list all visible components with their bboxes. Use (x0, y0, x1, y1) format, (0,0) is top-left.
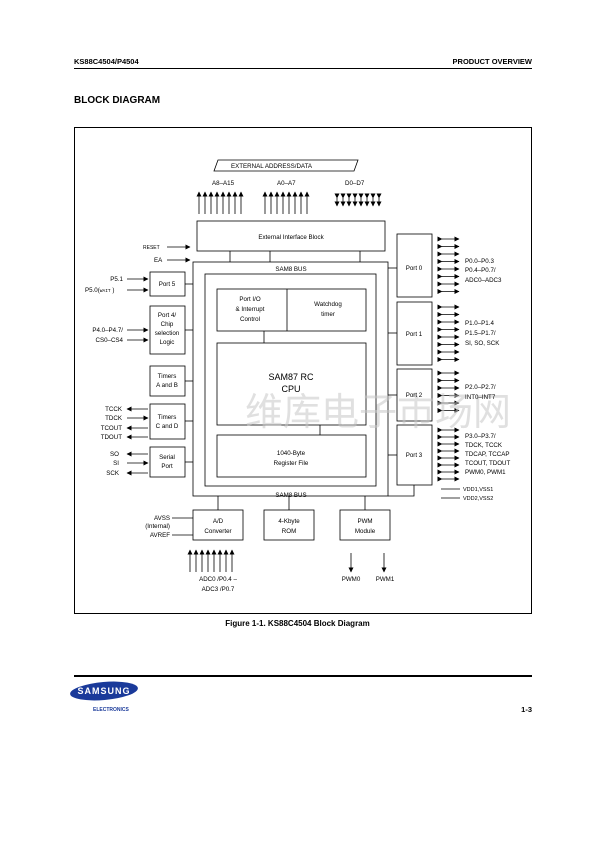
label-timers-cd-l1: Timers (158, 414, 177, 421)
figure-caption: Figure 1-1. KS88C4504 Block Diagram (225, 619, 370, 628)
portio-watchdog-box (216, 288, 367, 332)
label-p51: P5.1 (110, 276, 123, 283)
watermark: 维库电子市场网 (245, 392, 511, 434)
label-pwm-l1: PWM (357, 518, 372, 525)
label-ea: EA (154, 257, 163, 264)
label-avss: AVSS (154, 515, 170, 522)
label-tcck: TCCK (105, 406, 123, 413)
label-tdck: TDCK (105, 415, 123, 422)
pwm-box (339, 509, 391, 541)
label-si: SI (113, 460, 119, 467)
section-title: BLOCK DIAGRAM (74, 95, 161, 106)
label-p1-l2: P1.5–P1.7/ (465, 330, 496, 337)
serial-box (149, 446, 186, 478)
label-port4-l2: Chip (161, 321, 174, 328)
footer-rule (74, 675, 532, 677)
label-cpu-l1: SAM87 RC (268, 372, 314, 382)
label-adc-pins-l1: ADC0 /P0.4 – (199, 576, 237, 583)
rom-box (263, 509, 315, 541)
label-rom-l1: 4-Kbyte (278, 518, 300, 525)
label-avref: AVREF (150, 532, 170, 539)
label-portio-l3: Control (240, 316, 260, 323)
label-vss: VDD2,VSS2 (463, 496, 493, 502)
label-portio-l2: & Interrupt (236, 306, 265, 313)
label-adc-l1: A/D (213, 518, 224, 525)
label-p4-l1: P4.0–P4.7/ (92, 327, 123, 334)
label-port0: Port 0 (406, 265, 423, 272)
label-p3-l2: TDCK, TCCK (465, 442, 503, 449)
label-p3-l5: PWM0, PWM1 (465, 469, 506, 476)
label-a0-a7: A0–A7 (277, 180, 296, 187)
diagram-frame (74, 127, 532, 614)
label-vdd: VDD1,VSS1 (463, 487, 493, 493)
label-sam8-bus-top: SAM8 BUS (275, 266, 306, 273)
label-watchdog-l2: timer (321, 311, 335, 318)
label-external-bus: EXTERNAL ADDRESS/DATA (231, 163, 313, 170)
label-port4-l1: Port 4/ (158, 312, 177, 319)
label-rom-l2: ROM (282, 528, 296, 535)
label-cpu-l2: CPU (281, 384, 300, 394)
label-port4-l3: selection (155, 330, 180, 337)
label-sck: SCK (106, 470, 120, 477)
label-sam8-bus-bottom: SAM8 BUS (275, 492, 306, 499)
label-port2: Port 2 (406, 392, 423, 399)
label-timers-ab-l2: A and B (156, 382, 178, 389)
label-avss-internal: (Internal) (145, 523, 170, 530)
label-portio-l1: Port I/O (239, 296, 261, 303)
label-ext-interface: External Interface Block (258, 234, 324, 241)
adc-box (192, 509, 244, 541)
label-p1-l1: P1.0–P1.4 (465, 320, 494, 327)
header-rule (74, 68, 532, 69)
label-tdout: TDOUT (101, 434, 123, 441)
label-p0-l2: P0.4–P0.7/ (465, 267, 496, 274)
cpu-box (216, 342, 367, 426)
label-reset: RESET (143, 245, 160, 251)
label-p0-l1: P0.0–P0.3 (465, 258, 494, 265)
label-a8-a15: A8–A15 (212, 180, 235, 187)
label-port5: Port 5 (159, 281, 176, 288)
label-port3: Port 3 (406, 452, 423, 459)
label-pwm-l2: Module (355, 528, 376, 535)
external-bus-shape (213, 159, 359, 172)
logo-brand: SAMSUNG (77, 686, 130, 696)
label-regfile-l1: 1040-Byte (277, 450, 306, 457)
samsung-logo: SAMSUNG ELECTRONICS (68, 681, 148, 720)
label-pwm0: PWM0 (342, 576, 361, 583)
port1-box (396, 301, 433, 366)
label-port1: Port 1 (406, 331, 423, 338)
label-p1-l3: SI, SO, SCK (465, 340, 500, 347)
regfile-box (216, 434, 367, 478)
label-serial-l2: Port (161, 463, 173, 470)
label-p3-l1: P3.0–P3.7/ (465, 433, 496, 440)
logo-sub: ELECTRONICS (93, 707, 130, 713)
label-serial-l1: Serial (159, 454, 175, 461)
doc-header-left: KS88C4504/P4504 (74, 57, 139, 66)
label-p0-l3: ADC0–ADC3 (465, 277, 502, 284)
label-p3-l3: TDCAP, TCCAP (465, 451, 509, 458)
label-adc-l2: Converter (204, 528, 231, 535)
timers-cd-box (149, 403, 186, 440)
label-p3-l4: TCOUT, TDOUT (465, 460, 510, 467)
label-regfile-l2: Register File (274, 460, 309, 467)
label-p2-l2: INT0–INT7 (465, 394, 496, 401)
port0-box (396, 233, 433, 298)
label-p4-l2: CS0–CS4 (95, 337, 123, 344)
page-number: 1-3 (521, 705, 532, 714)
label-d0-d7: D0–D7 (345, 180, 365, 187)
label-p50: P5.0(WAIT ) (85, 287, 114, 294)
label-p2-l1: P2.0–P2.7/ (465, 384, 496, 391)
label-timers-cd-l2: C and D (156, 423, 179, 430)
timers-ab-box (149, 365, 186, 397)
label-tcout: TCOUT (101, 425, 123, 432)
label-pwm1: PWM1 (376, 576, 395, 583)
label-so: SO (110, 451, 119, 458)
doc-header-right: PRODUCT OVERVIEW (452, 57, 532, 66)
ext-interface-box (196, 220, 386, 252)
label-port4-l4: Logic (160, 339, 175, 346)
label-timers-ab-l1: Timers (158, 373, 177, 380)
label-watchdog-l1: Watchdog (314, 301, 342, 308)
label-adc-pins-l2: ADC3 /P0.7 (202, 586, 235, 593)
